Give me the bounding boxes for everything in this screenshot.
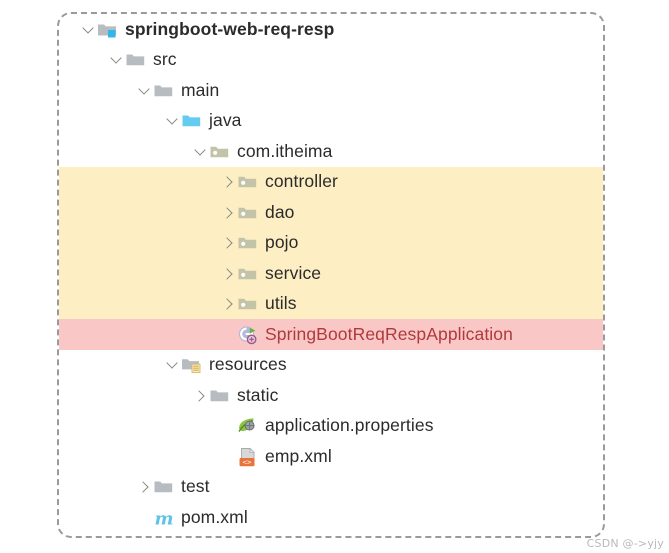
tree-row[interactable]: java [59,106,603,137]
tree-row-label: service [265,262,322,283]
tree-row[interactable]: m pom.xml [59,502,603,533]
tree-row-label: resources [209,354,287,374]
tree-row-label: emp.xml [265,445,332,466]
chevron-right-icon[interactable] [220,173,237,190]
maven-pom-icon: m [153,507,174,529]
tree-row-label: static [237,384,279,405]
tree-row-label: com.itheima [237,140,333,161]
chevron-down-icon[interactable] [164,356,181,373]
tree-row-label: springboot-web-req-resp [125,18,335,39]
tree-row-label: utils [265,293,297,313]
tree-row[interactable]: springboot-web-req-resp [59,14,603,45]
tree-row[interactable]: application.properties [59,411,603,442]
package-folder-icon [237,263,258,284]
chevron-placeholder [220,417,237,434]
tree-row-label: java [209,110,242,130]
tree-row[interactable]: service [59,258,603,289]
tree-row-label: main [181,79,220,100]
spring-properties-leaf-icon [237,415,258,436]
chevron-right-icon[interactable] [220,204,237,221]
folder-gray-icon [125,49,146,70]
tree-row[interactable]: main [59,75,603,106]
chevron-placeholder [220,326,237,343]
folder-gray-icon [153,476,174,497]
tree-row[interactable]: resources [59,350,603,381]
chevron-right-icon[interactable] [136,478,153,495]
package-folder-icon [237,171,258,192]
chevron-down-icon[interactable] [192,143,209,160]
tree-row[interactable]: dao [59,197,603,228]
folder-sources-cyan-icon [181,110,202,131]
folder-resources-icon [181,354,202,375]
tree-row[interactable]: pojo [59,227,603,258]
tree-row[interactable]: src [59,45,603,76]
tree-row-label: dao [265,201,295,222]
tree-row[interactable]: static [59,380,603,411]
chevron-right-icon[interactable] [192,387,209,404]
module-folder-icon [97,19,118,40]
package-folder-icon [237,202,258,223]
chevron-down-icon[interactable] [136,82,153,99]
tree-row-label: pom.xml [181,506,248,527]
svg-text:<>: <> [243,457,252,466]
chevron-right-icon[interactable] [220,234,237,251]
spring-boot-class-icon [237,324,258,345]
tree-row-label: controller [265,171,338,191]
tree-row-label: test [181,476,210,496]
svg-text:m: m [154,508,173,529]
tree-row[interactable]: controller [59,166,603,197]
chevron-down-icon[interactable] [80,21,97,38]
tree-row[interactable]: SpringBootReqRespApplication [59,319,603,350]
chevron-placeholder [220,448,237,465]
watermark: CSDN @->yjy [586,537,664,550]
package-folder-icon [209,141,230,162]
tree-row-label: src [153,49,177,69]
tree-row[interactable]: com.itheima [59,136,603,167]
tree-row[interactable]: utils [59,288,603,319]
chevron-down-icon[interactable] [164,112,181,129]
chevron-down-icon[interactable] [108,51,125,68]
package-folder-icon [237,293,258,314]
tree-row-label: pojo [265,232,299,252]
xml-file-icon: <> [237,446,258,467]
chevron-placeholder [136,509,153,526]
tree-row-label: SpringBootReqRespApplication [265,323,513,344]
chevron-right-icon[interactable] [220,265,237,282]
chevron-right-icon[interactable] [220,295,237,312]
folder-gray-icon [209,385,230,406]
folder-gray-icon [153,80,174,101]
package-folder-icon [237,232,258,253]
tree-row[interactable]: test [59,472,603,503]
tree-row-label: application.properties [265,415,434,435]
tree-row[interactable]: <> emp.xml [59,441,603,472]
